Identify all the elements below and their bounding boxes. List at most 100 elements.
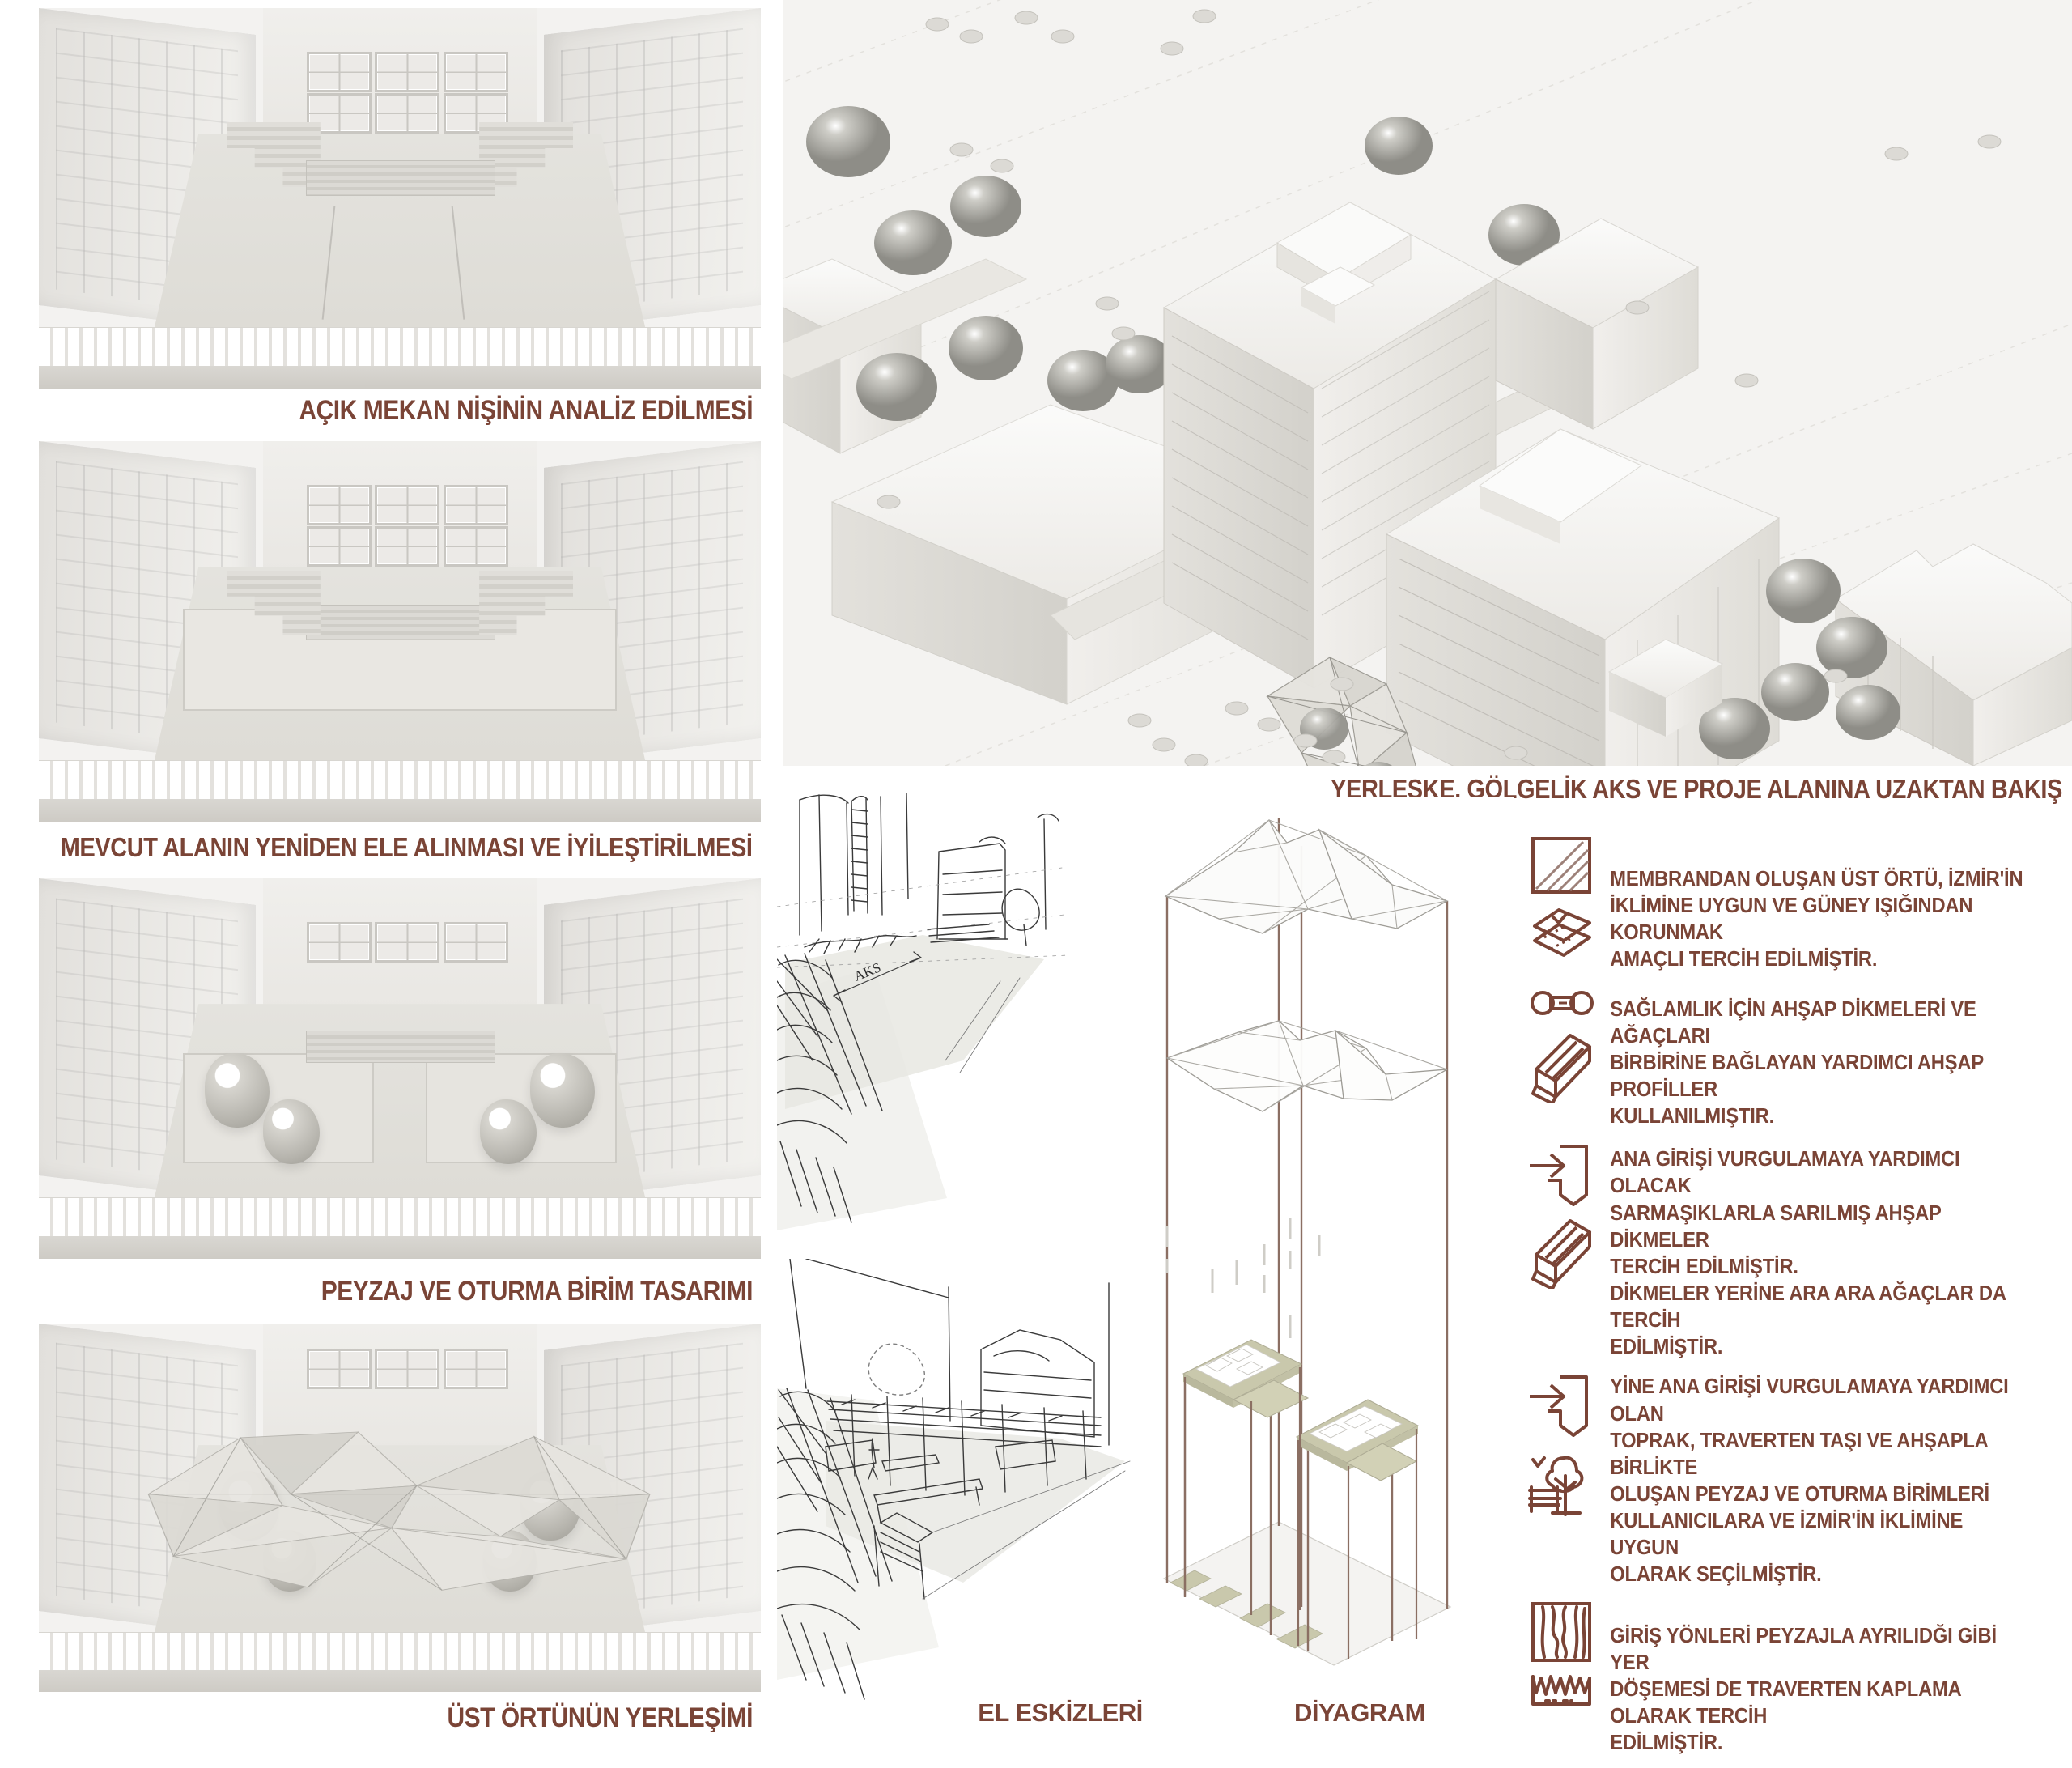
caption-panel-3: PEYZAJ VE OTURMA BİRİM TASARIMI <box>321 1276 754 1307</box>
back-facade <box>262 8 537 138</box>
travertine-pads <box>1170 1570 1323 1649</box>
legend-item: SAĞLAMLIK İÇİN AHŞAP DİKMELERİ VE AĞAÇLA… <box>1522 985 2062 1131</box>
seating-cluster <box>1205 1348 1263 1375</box>
membrane-sheet-icon <box>1531 837 1591 894</box>
tower-b <box>1385 428 1781 766</box>
render-scene-2 <box>39 441 761 822</box>
window <box>444 485 509 526</box>
tree <box>480 1099 537 1164</box>
legend-icon-group <box>1522 834 1603 963</box>
car-blobs <box>877 9 2002 766</box>
legend-item: YİNE ANA GİRİŞİ VURGULAMAYA YARDIMCI OLA… <box>1522 1372 2062 1588</box>
window <box>306 526 372 567</box>
render-open-space-niche <box>39 8 761 389</box>
render-scene-3 <box>39 878 761 1259</box>
tree-cluster-right <box>1699 559 1900 759</box>
window <box>306 485 372 526</box>
tower-a-roof-boxes <box>1276 202 1412 324</box>
bench-tree-icon <box>1528 1456 1584 1517</box>
seating-cluster <box>1318 1413 1393 1439</box>
grass-icon <box>1531 1674 1591 1706</box>
render-existing-area <box>39 441 761 822</box>
aerial-campus-render <box>783 0 2072 766</box>
back-facade <box>262 1324 537 1449</box>
tree-cluster-left <box>806 106 1560 421</box>
legend-text: SAĞLAMLIK İÇİN AHŞAP DİKMELERİ VE AĞAÇLA… <box>1610 997 1984 1128</box>
landscape-platform-b <box>1295 1399 1420 1481</box>
render-landscape-seating <box>39 878 761 1259</box>
layered-membrane-icon <box>1533 908 1591 957</box>
foreground-small-blocks <box>1607 639 1724 737</box>
back-facade <box>262 441 537 571</box>
render-scene-4 <box>39 1324 761 1692</box>
legend-icon-group <box>1522 985 1603 1103</box>
window <box>444 1348 509 1389</box>
road-surface <box>39 798 761 822</box>
exploded-axonometric-diagram <box>1149 797 1514 1692</box>
secondary-mass <box>1494 218 1700 430</box>
road-surface <box>39 1669 761 1692</box>
legend-text: GİRİŞ YÖNLERİ PEYZAJLA AYRILIDĞI GİBİ YE… <box>1610 1624 1997 1755</box>
legend-icon-group <box>1522 1372 1603 1519</box>
window <box>444 922 509 963</box>
connector-bolt-icon <box>1531 990 1594 1015</box>
legend-item: MEMBRANDAN OLUŞAN ÜST ÖRTÜ, İZMİR'İN İKL… <box>1522 834 2062 974</box>
wood-grain-icon <box>1531 1601 1591 1662</box>
caption-panel-4: ÜST ÖRTÜNÜN YERLEŞİMİ <box>447 1702 753 1733</box>
window <box>444 52 509 93</box>
street-kerb <box>39 1196 761 1236</box>
tree <box>529 1053 595 1128</box>
road-surface <box>39 365 761 389</box>
central-stair <box>306 1031 495 1063</box>
drop-indicators <box>1166 1218 1321 1338</box>
triangulated-canopy-aerial <box>1266 656 1416 766</box>
window <box>375 1348 440 1389</box>
window <box>375 922 440 963</box>
central-stair <box>306 160 495 197</box>
caption-panel-2: MEVCUT ALANIN YENİDEN ELE ALINMASI VE İY… <box>61 832 753 862</box>
landscape-platform-a <box>1182 1339 1310 1418</box>
legend-text: ANA GİRİŞİ VURGULAMAYA YARDIMCI OLACAK S… <box>1610 1148 2006 1359</box>
sketch-lower-svg <box>777 1259 1157 1700</box>
window <box>306 922 372 963</box>
caption-diagram: DİYAGRAM <box>1294 1698 1425 1727</box>
entrance-arrow-icon <box>1530 1145 1588 1207</box>
back-facade <box>262 878 537 1008</box>
window <box>306 93 372 134</box>
render-canopy-placement <box>39 1324 761 1692</box>
membrane-layer-upper <box>1164 819 1449 934</box>
aerial-svg <box>783 0 2072 766</box>
legend-text: MEMBRANDAN OLUŞAN ÜST ÖRTÜ, İZMİR'İN İKL… <box>1610 868 2023 971</box>
caption-panel-1: AÇIK MEKAN NİŞİNİN ANALİZ EDİLMESİ <box>299 395 753 426</box>
street-kerb <box>39 1632 761 1670</box>
central-stair <box>306 605 495 641</box>
sketch-upper-svg: AKS <box>777 793 1157 1247</box>
hand-sketch-upper: AKS <box>777 793 1157 1247</box>
legend-list: MEMBRANDAN OLUŞAN ÜST ÖRTÜ, İZMİR'İN İKL… <box>1522 834 2062 1768</box>
tree <box>205 1053 270 1128</box>
window <box>375 485 440 526</box>
timber-profile-icon <box>1531 1033 1591 1103</box>
legend-item: GİRİŞ YÖNLERİ PEYZAJLA AYRILIDĞI GİBİ YE… <box>1522 1600 2062 1757</box>
hand-sketch-lower <box>777 1259 1157 1700</box>
window <box>306 52 372 93</box>
window <box>306 1348 372 1389</box>
entrance-arrow-icon <box>1530 1375 1588 1438</box>
timber-profile-icon <box>1531 1219 1591 1290</box>
window <box>375 52 440 93</box>
street-kerb <box>39 759 761 799</box>
membrane-layer-lower <box>1166 1020 1448 1112</box>
window <box>375 93 440 134</box>
window <box>444 526 509 567</box>
legend-icon-group <box>1522 1600 1603 1711</box>
tree <box>262 1099 320 1164</box>
diagram-svg <box>1149 797 1514 1692</box>
platform-legs <box>1183 1367 1418 1659</box>
caption-sketches: EL ESKİZLERİ <box>978 1698 1143 1727</box>
left-render-column: AÇIK MEKAN NİŞİNİN ANALİZ EDİLMESİ <box>0 0 761 1748</box>
window <box>375 526 440 567</box>
street-kerb <box>39 326 761 366</box>
render-scene-1 <box>39 8 761 389</box>
road-surface <box>39 1235 761 1259</box>
